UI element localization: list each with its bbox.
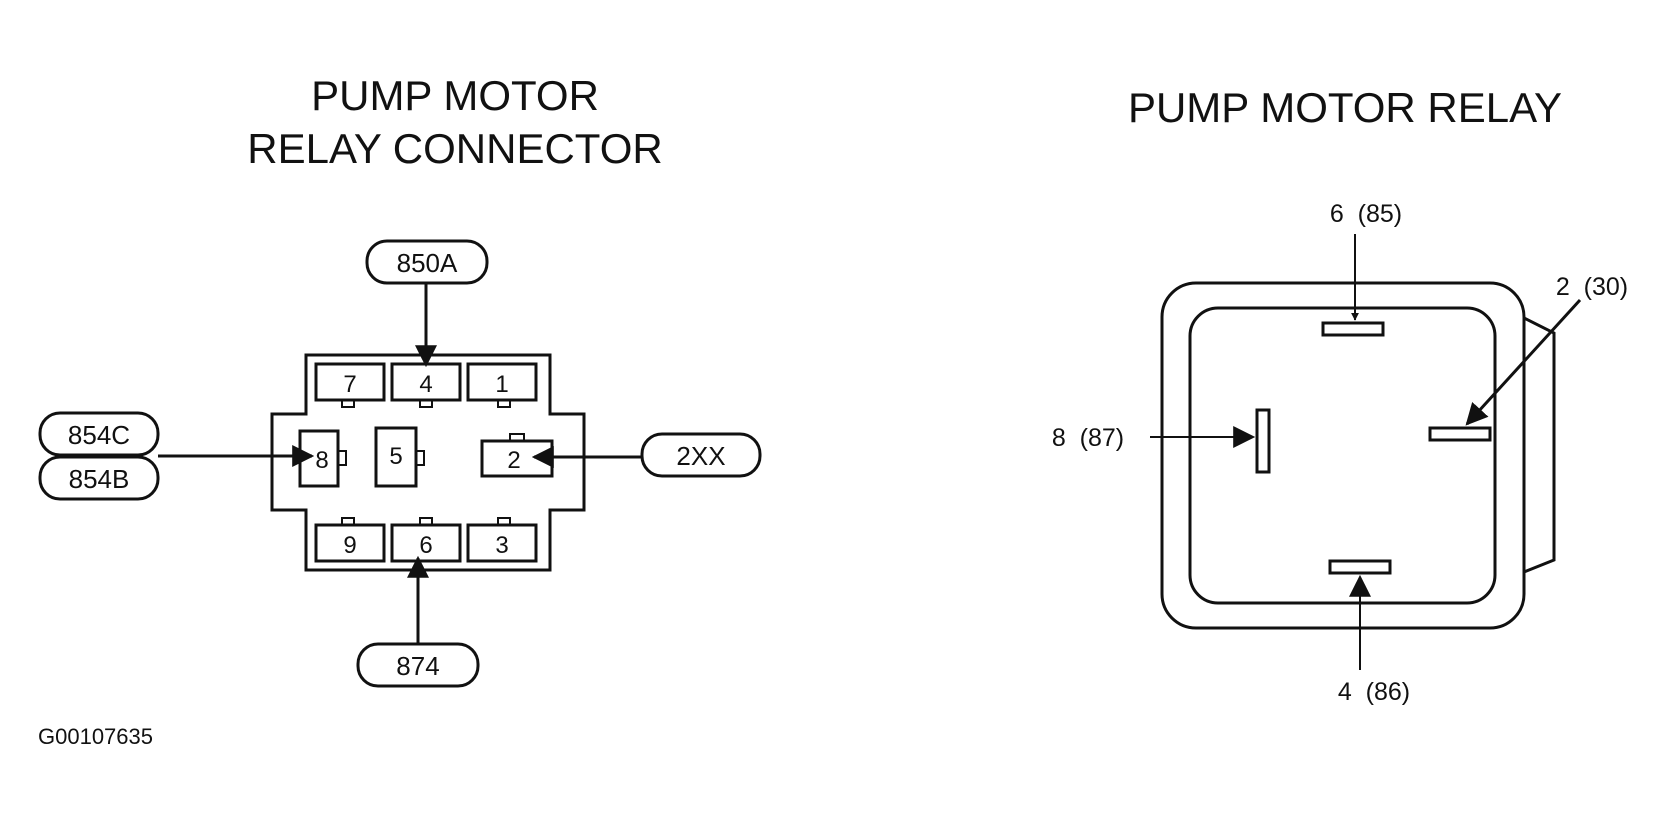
cavity-5-latch <box>415 450 425 466</box>
wire-text-874: 874 <box>396 651 439 681</box>
relay-label-85: 6 (85) <box>1330 200 1402 228</box>
connector-title: PUMP MOTOR RELAY CONNECTOR <box>247 72 662 172</box>
relay-housing-outer <box>1160 281 1526 630</box>
pin-label-3: 3 <box>495 532 508 559</box>
wire-pill-854b <box>38 455 160 501</box>
pin-label-9: 9 <box>343 532 356 559</box>
arrow-to-terminal-30 <box>1465 298 1582 426</box>
wire-text-850a: 850A <box>397 248 458 278</box>
connector-title-line2: RELAY CONNECTOR <box>247 125 662 172</box>
cavity-2-latch <box>509 433 525 442</box>
relay-label-30: 2 (30) <box>1556 273 1628 301</box>
relay-terminal-86 <box>1328 559 1392 575</box>
cavity-row-bottom: 9 6 3 <box>314 517 538 563</box>
wire-label-bottom: 874 <box>356 642 480 688</box>
connector-title-line1: PUMP MOTOR <box>311 72 599 119</box>
wire-pill-854c <box>38 411 160 457</box>
relay-terminal-30 <box>1428 426 1492 442</box>
cavity-4-latch <box>419 399 433 408</box>
pin-label-5: 5 <box>389 443 402 470</box>
cavity-1-latch <box>497 399 511 408</box>
relay-housing-inner <box>1188 306 1497 605</box>
wire-text-854c: 854C <box>68 420 130 450</box>
pin-label-6: 6 <box>419 532 432 559</box>
cavity-3 <box>466 523 538 563</box>
relay-terminal-87 <box>1255 408 1271 474</box>
figure-code: G00107635 <box>38 724 153 749</box>
wire-text-2xx: 2XX <box>676 441 725 471</box>
wire-label-right: 2XX <box>640 432 762 478</box>
wire-label-left-upper: 854C <box>38 411 160 457</box>
relay-side-tab <box>1523 316 1556 574</box>
pin-label-7: 7 <box>343 371 356 398</box>
cavity-9 <box>314 523 386 563</box>
wire-label-left-lower: 854B <box>38 455 160 501</box>
wire-text-854b: 854B <box>69 464 130 494</box>
connector-body <box>270 353 586 572</box>
wire-label-top: 850A <box>365 239 489 285</box>
cavity-7-latch <box>341 399 355 408</box>
cavity-row-middle: 8 5 2 <box>298 426 554 488</box>
wire-pill-2xx <box>640 432 762 478</box>
pin-label-2: 2 <box>507 447 520 474</box>
relay-label-86: 4 (86) <box>1338 678 1410 706</box>
pin-label-4: 4 <box>419 371 432 398</box>
pin-label-8: 8 <box>315 447 328 474</box>
pin-label-1: 1 <box>495 371 508 398</box>
relay-title: PUMP MOTOR RELAY <box>1128 84 1562 131</box>
relay-terminal-85 <box>1321 321 1385 337</box>
relay-label-87: 8 (87) <box>1052 424 1124 452</box>
cavity-8-latch <box>337 450 347 466</box>
cavity-row-top: 7 4 1 <box>314 362 538 408</box>
